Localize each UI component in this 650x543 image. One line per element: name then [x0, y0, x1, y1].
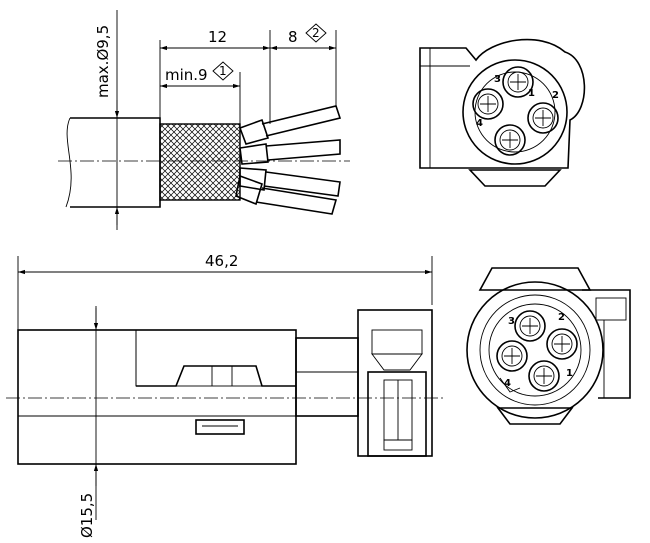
rear-pin-label-4: 4 — [476, 118, 483, 129]
side-view: 46,2 Ø15,5 — [6, 252, 444, 538]
dim-min-strip: min.9 — [165, 66, 208, 84]
note-1: 1 — [219, 64, 227, 78]
rear-pin-label-2: 2 — [552, 90, 559, 101]
cable-strip-view: 12 8 2 min.9 1 max.Ø9,5 — [58, 10, 350, 230]
dim-wire-strip: 8 — [288, 28, 298, 46]
front-pins — [496, 310, 578, 392]
dim-body-diameter: Ø15,5 — [78, 493, 96, 538]
rear-pins — [472, 66, 559, 156]
front-pin-label-2: 2 — [558, 312, 565, 323]
wires — [235, 105, 342, 215]
front-pin-label-3: 3 — [508, 316, 515, 327]
front-face-view: 1 2 3 4 — [466, 267, 631, 425]
rear-pin-label-1: 1 — [528, 88, 535, 99]
dim-max-diameter: max.Ø9,5 — [94, 25, 112, 98]
dim-strip-length: 12 — [208, 28, 227, 46]
rear-pin-label-3: 3 — [494, 74, 501, 85]
rear-face-view: 1 2 3 4 — [419, 38, 586, 187]
note-2: 2 — [312, 26, 320, 40]
dim-overall-length: 46,2 — [205, 252, 238, 270]
front-pin-label-1: 1 — [566, 368, 573, 379]
braid-shield — [159, 123, 241, 201]
front-pin-label-4: 4 — [504, 378, 511, 389]
